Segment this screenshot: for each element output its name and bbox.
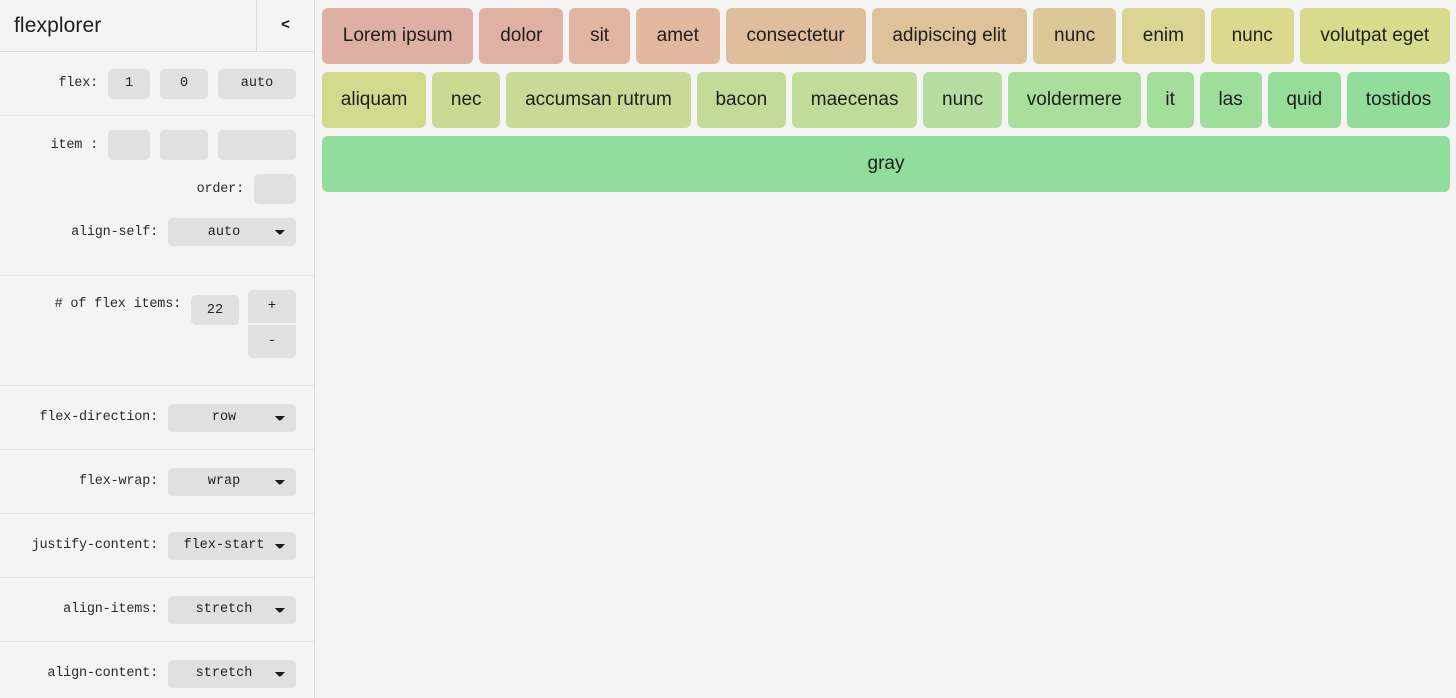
flex-item-label: tostidos: [1365, 89, 1432, 110]
flex-item[interactable]: quid: [1267, 72, 1342, 128]
flex-item[interactable]: it: [1146, 72, 1194, 128]
flex-item[interactable]: nunc: [923, 72, 1002, 128]
flex-wrap-label: flex-wrap:: [78, 474, 158, 489]
control-row-align-items: align-items: stretchflex-startflex-endce…: [0, 578, 314, 642]
flex-wrap-select[interactable]: nowrapwrapwrap-reverse: [168, 467, 296, 496]
flex-item-count-input[interactable]: [191, 295, 239, 325]
flex-item[interactable]: amet: [635, 8, 720, 64]
flex-canvas: Lorem ipsum dolor sit amet consectetur adipis…: [315, 0, 1456, 698]
flex-item-label: consectetur: [746, 25, 845, 46]
flex-item[interactable]: voldermere: [1008, 72, 1141, 128]
page-title: flexplorer: [14, 13, 102, 37]
flex-item-label: nec: [450, 89, 482, 110]
increment-items-button[interactable]: +: [248, 290, 296, 323]
align-content-select[interactable]: stretchflex-startflex-endcenterspace-bet…: [168, 659, 296, 688]
align-content-label: align-content:: [47, 666, 158, 681]
order-input[interactable]: [254, 174, 296, 204]
collapse-sidebar-button[interactable]: <: [256, 0, 314, 51]
control-row-flex-direction: flex-direction: rowrow-reversecolumncolu…: [0, 386, 314, 450]
flex-item-label: quid: [1286, 89, 1323, 110]
flex-item[interactable]: dolor: [479, 8, 564, 64]
align-self-label: align-self:: [71, 224, 158, 240]
flex-item-count-label: # of flex items:: [54, 297, 182, 312]
flex-item[interactable]: maecenas: [792, 72, 918, 128]
flex-item[interactable]: Lorem ipsum: [322, 8, 474, 64]
control-sidebar: flexplorer < flex: item : order:: [0, 0, 315, 698]
flex-item-label: adipiscing elit: [892, 25, 1007, 46]
flex-direction-label: flex-direction:: [39, 410, 158, 425]
flex-item[interactable]: nunc: [1033, 8, 1116, 64]
control-row-align-content: align-content: stretchflex-startflex-end…: [0, 642, 314, 698]
flex-item-label: dolor: [500, 25, 543, 46]
flex-label: flex:: [58, 76, 98, 91]
flex-item-label: Lorem ipsum: [342, 25, 453, 46]
control-row-flex-wrap: flex-wrap: nowrapwrapwrap-reverse: [0, 450, 314, 514]
flex-item-label: voldermere: [1026, 89, 1122, 110]
control-row-justify-content: justify-content: flex-startflex-endcente…: [0, 514, 314, 578]
flex-container: Lorem ipsum dolor sit amet consectetur adipis…: [322, 8, 1456, 193]
flex-item-label: enim: [1142, 25, 1184, 46]
justify-content-label: justify-content:: [31, 538, 159, 553]
flex-item-label: amet: [656, 25, 699, 46]
flex-item-label: gray: [867, 153, 905, 174]
flex-item-label: las: [1218, 89, 1243, 110]
flex-item[interactable]: bacon: [696, 72, 786, 128]
flex-direction-select[interactable]: rowrow-reversecolumncolumn-reverse: [168, 403, 296, 432]
flex-item[interactable]: tostidos: [1347, 72, 1451, 128]
flex-item[interactable]: enim: [1122, 8, 1205, 64]
flex-item-label: bacon: [715, 89, 768, 110]
flex-item[interactable]: volutpat eget: [1299, 8, 1450, 64]
flex-item-label: nunc: [1231, 25, 1273, 46]
flex-item-label: accumsan rutrum: [525, 89, 672, 110]
align-items-label: align-items:: [63, 602, 158, 617]
item-grow-input[interactable]: [108, 130, 150, 160]
control-row-flex: flex:: [0, 52, 314, 116]
item-basis-input[interactable]: [218, 130, 296, 160]
item-label: item :: [50, 137, 99, 153]
flex-item-label: it: [1165, 89, 1175, 110]
align-self-select[interactable]: autoflex-startflex-endcenterbaselinestre…: [168, 218, 296, 246]
flex-item[interactable]: sit: [569, 8, 630, 64]
flex-item-label: aliquam: [340, 89, 408, 110]
control-row-item-count: # of flex items: + -: [0, 276, 314, 386]
flex-item[interactable]: nec: [432, 72, 501, 128]
order-label: order:: [196, 181, 245, 197]
flex-item[interactable]: aliquam: [322, 72, 427, 128]
flex-item[interactable]: las: [1199, 72, 1262, 128]
flex-item[interactable]: accumsan rutrum: [506, 72, 691, 128]
flex-item[interactable]: adipiscing elit: [871, 8, 1028, 64]
flex-basis-input[interactable]: [218, 68, 296, 99]
flex-item[interactable]: nunc: [1210, 8, 1294, 64]
justify-content-select[interactable]: flex-startflex-endcenterspace-betweenspa…: [168, 531, 296, 560]
flex-grow-input[interactable]: [108, 68, 150, 99]
align-items-select[interactable]: stretchflex-startflex-endcenterbaseline: [168, 595, 296, 624]
decrement-items-button[interactable]: -: [248, 325, 296, 358]
flex-item[interactable]: gray: [322, 136, 1450, 192]
item-shrink-input[interactable]: [160, 130, 208, 160]
chevron-left-icon: <: [280, 17, 290, 34]
flex-shrink-input[interactable]: [160, 68, 208, 99]
flex-item-label: nunc: [942, 89, 984, 110]
flex-item-label: maecenas: [810, 89, 899, 110]
flex-item-label: volutpat eget: [1320, 25, 1430, 46]
control-row-item: item : order: align-self: autoflex-start…: [0, 116, 314, 276]
flex-item-label: sit: [590, 25, 610, 46]
flex-item[interactable]: consectetur: [725, 8, 866, 64]
sidebar-header: flexplorer <: [0, 0, 314, 52]
flex-item-label: nunc: [1054, 25, 1096, 46]
